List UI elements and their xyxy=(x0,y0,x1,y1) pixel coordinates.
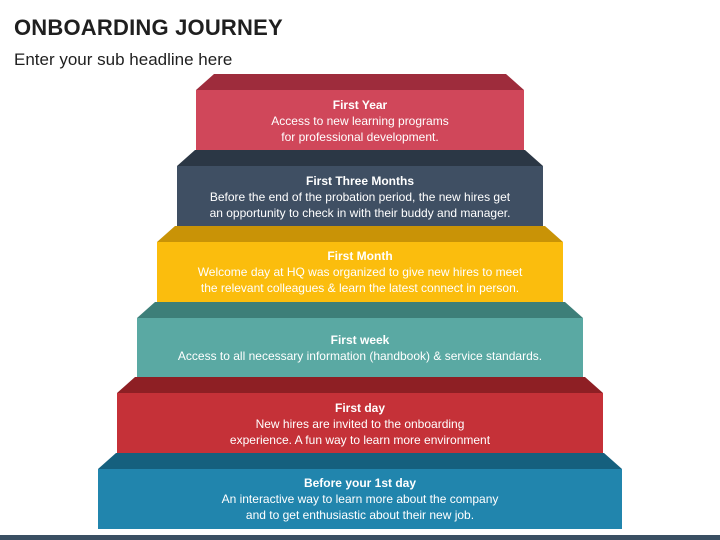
step-0-title: First Year xyxy=(332,98,388,112)
step-5-top-face xyxy=(98,453,622,469)
step-1-front-face xyxy=(177,166,543,228)
step-5-front-face xyxy=(98,469,622,529)
step-1-top-face xyxy=(177,150,543,166)
step-0-front-face xyxy=(196,90,524,152)
step-4-title: First day xyxy=(334,400,385,415)
step-4-front-face xyxy=(117,393,603,454)
step-0-description: Access to new learning programs for prof… xyxy=(271,114,449,144)
step-1-title: First Three Months xyxy=(305,174,414,188)
step-3-top-face xyxy=(137,302,583,318)
step-2-front-face xyxy=(157,242,563,302)
step-3-front-face xyxy=(137,318,583,377)
step-4-description: New hires are invited to the onboarding … xyxy=(229,416,491,447)
step-2-description: Welcome day at HQ was organized to give … xyxy=(197,265,523,295)
bottom-bar xyxy=(0,535,720,540)
step-5-title: Before your 1st day xyxy=(303,476,417,490)
step-2-top-face xyxy=(157,226,563,242)
step-5-label: Before your 1st day An interactive way to… xyxy=(98,469,622,529)
step-4-top-face xyxy=(117,377,603,393)
step-0-top-face xyxy=(196,74,524,90)
step-3-description: Access to all necessary information (han… xyxy=(177,348,543,363)
page-title: ONBOARDING JOURNEY xyxy=(14,15,283,40)
step-1-description: Before the end of the probation period, … xyxy=(209,190,511,220)
step-3-title: First week xyxy=(330,332,390,347)
page-subtitle: Enter your sub headline here xyxy=(14,50,233,69)
step-5-description: An interactive way to learn more about t… xyxy=(221,492,499,522)
step-2-title: First Month xyxy=(327,249,393,263)
